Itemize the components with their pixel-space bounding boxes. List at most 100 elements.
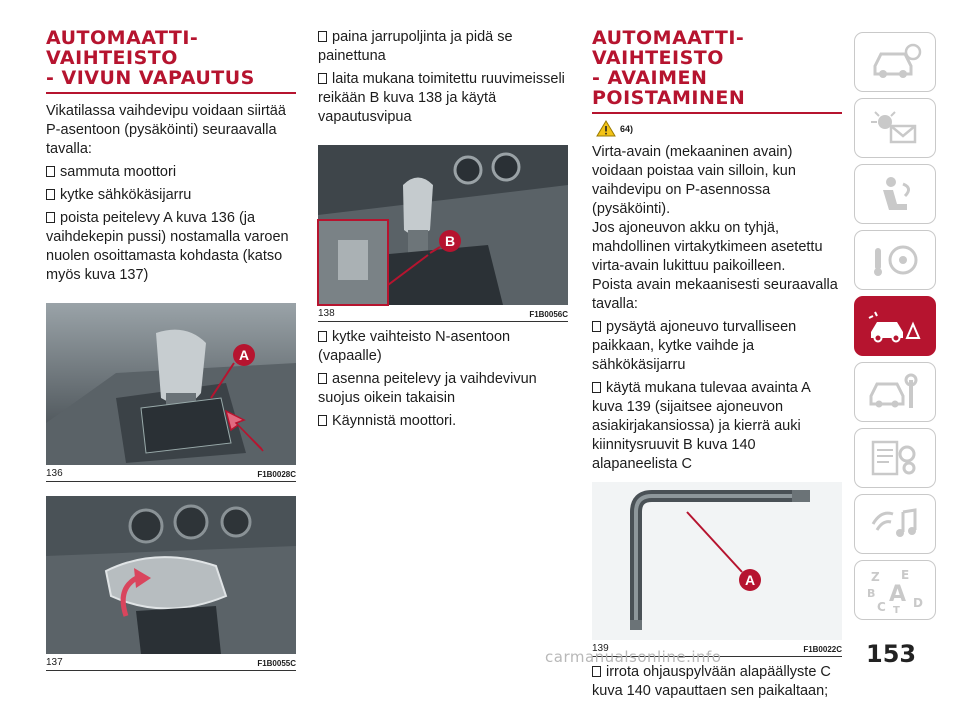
paragraph: Jos ajoneuvon akku on tyhjä, mahdollinen… <box>592 220 823 274</box>
warning-reference: 64) <box>596 120 842 137</box>
svg-text:A: A <box>889 582 906 607</box>
bullet-item: pysäytä ajoneuvo turvalliseen paikkaan, … <box>592 318 842 375</box>
bullet-text: sammuta moottori <box>60 164 177 180</box>
figure-number: 138 <box>318 308 335 319</box>
chapter-tab-warning-lights[interactable] <box>854 98 936 158</box>
svg-text:T: T <box>893 605 900 616</box>
bullet-item: sammuta moottori <box>46 163 296 182</box>
callout-label: A <box>745 572 755 588</box>
svg-text:E: E <box>901 568 909 582</box>
bullet-item: kytke vaihteisto N-asentoon (vapaalle) <box>318 328 568 366</box>
watermark: carmanualsonline.info <box>545 648 722 666</box>
checkbox-bullet-icon <box>592 321 601 332</box>
left-column: AUTOMAATTI- VAIHTEISTO - VIVUN VAPAUTUS … <box>46 28 296 671</box>
right-column: AUTOMAATTI- VAIHTEISTO - AVAIMEN POISTAM… <box>592 28 842 705</box>
warning-triangle-icon <box>596 120 616 137</box>
figure-code: F1B0022C <box>803 645 842 654</box>
figure-code: F1B0028C <box>257 470 296 479</box>
heading-line: AUTOMAATTI- <box>46 27 199 49</box>
svg-text:B: B <box>867 587 875 600</box>
bullet-item: paina jarrupoljinta ja pidä se painettun… <box>318 28 568 66</box>
bullet-item: irrota ohjauspylvään alapäällyste C kuva… <box>592 663 842 701</box>
gear-cover-removal-image <box>46 496 296 654</box>
chapter-tab-multimedia[interactable] <box>854 494 936 554</box>
figure-139: A 139 F1B0022C <box>592 482 842 657</box>
bullet-item: Käynnistä moottori. <box>318 412 568 431</box>
callout-a-icon <box>739 569 761 591</box>
bullets-bottom: kytke vaihteisto N-asentoon (vapaalle) a… <box>318 328 568 431</box>
chapter-tab-specifications[interactable] <box>854 428 936 488</box>
figure-number: 136 <box>46 468 63 479</box>
car-emergency-icon <box>868 311 921 343</box>
bullet-text: Käynnistä moottori. <box>332 413 457 429</box>
bullet-text: poista peitelevy A kuva 136 (ja vaihdeke… <box>46 210 289 283</box>
page-number: 153 <box>866 640 917 668</box>
checkbox-bullet-icon <box>318 331 327 342</box>
checkbox-bullet-icon <box>46 189 55 200</box>
checkbox-bullet-icon <box>318 31 327 42</box>
chapter-tab-index[interactable]: Z E B A C D T <box>854 560 936 620</box>
arrow-icon <box>224 409 264 452</box>
key-steering-wheel-icon <box>874 245 918 276</box>
figure-caption: 139 F1B0022C <box>592 640 842 656</box>
heading-line: POISTAMINEN <box>592 87 746 109</box>
car-maintenance-icon <box>869 373 918 408</box>
chapter-sidebar: Z E B A C D T <box>854 32 936 626</box>
figure-caption: 136 F1B0028C <box>46 465 296 481</box>
callout-b-icon <box>439 230 461 252</box>
section-heading-gear-release: AUTOMAATTI- VAIHTEISTO - VIVUN VAPAUTUS <box>46 28 296 94</box>
callout-label: A <box>239 347 249 363</box>
checkbox-bullet-icon <box>46 212 55 223</box>
intro-paragraph: Vikatilassa vaihdevipu voidaan siirtää P… <box>46 103 286 157</box>
bullet-text: laita mukana toimitettu ruuvimeisseli re… <box>318 71 565 125</box>
bullet-text: asenna peitelevy ja vaihdevivun suojus o… <box>318 371 537 406</box>
figure-code: F1B0055C <box>257 659 296 668</box>
figure-136: A 136 F1B0028C <box>46 303 296 482</box>
checkbox-bullet-icon <box>318 415 327 426</box>
car-dashboard-icon <box>873 43 922 78</box>
figure-138: B 138 F1B0056C <box>317 145 568 322</box>
seat-airbag-icon <box>883 177 910 210</box>
heading-line: VAIHTEISTO <box>592 47 724 69</box>
callout-label: B <box>445 233 455 249</box>
chapter-tab-maintenance[interactable] <box>854 362 936 422</box>
bullet-item: laita mukana toimitettu ruuvimeisseli re… <box>318 70 568 127</box>
bullet-text: kytke vaihteisto N-asentoon (vapaalle) <box>318 329 511 364</box>
bullet-text: paina jarrupoljinta ja pidä se painettun… <box>318 29 513 64</box>
callout-a-icon <box>233 344 255 366</box>
bullet-item: kytke sähkökäsijarru <box>46 186 296 205</box>
bullet-text: kytke sähkökäsijarru <box>60 187 192 203</box>
heading-line: AUTOMAATTI- <box>592 27 745 49</box>
checkbox-bullet-icon <box>46 166 55 177</box>
figure-caption: 138 F1B0056C <box>318 305 568 321</box>
chapter-tab-starting-driving[interactable] <box>854 230 936 290</box>
middle-column: paina jarrupoljinta ja pidä se painettun… <box>317 28 568 435</box>
specifications-gears-icon <box>871 440 916 476</box>
warning-lights-envelope-icon <box>871 111 917 144</box>
chapter-tab-emergency[interactable] <box>854 296 936 356</box>
warning-ref-text: 64) <box>620 123 634 134</box>
chapter-tab-safety[interactable] <box>854 164 936 224</box>
bullet-text: irrota ohjauspylvään alapäällyste C kuva… <box>592 664 831 699</box>
figure-number: 139 <box>592 643 609 654</box>
multimedia-music-icon <box>871 508 917 537</box>
gear-lever-cover-image: A <box>46 303 296 465</box>
release-lever-hole-image: B <box>317 145 568 306</box>
paragraph: Poista avain mekaanisesti seuraavalla ta… <box>592 277 838 312</box>
heading-line: - VIVUN VAPAUTUS <box>46 67 255 89</box>
bullet-item: poista peitelevy A kuva 136 (ja vaihdeke… <box>46 209 296 285</box>
bullet-text: käytä mukana tulevaa avainta A kuva 139 … <box>592 380 810 472</box>
heading-line: - AVAIMEN <box>592 67 708 89</box>
alphabetical-index-icon: Z E B A C D T <box>867 568 923 616</box>
svg-text:Z: Z <box>871 570 880 584</box>
bullet-item: käytä mukana tulevaa avainta A kuva 139 … <box>592 379 842 474</box>
figure-caption: 137 F1B0055C <box>46 654 296 670</box>
checkbox-bullet-icon <box>318 73 327 84</box>
chapter-tab-dashboard[interactable] <box>854 32 936 92</box>
figure-number: 137 <box>46 657 63 668</box>
checkbox-bullet-icon <box>592 382 601 393</box>
section-heading-key-removal: AUTOMAATTI- VAIHTEISTO - AVAIMEN POISTAM… <box>592 28 842 114</box>
checkbox-bullet-icon <box>318 373 327 384</box>
paragraph: Virta-avain (mekaaninen avain) voidaan p… <box>592 144 796 217</box>
bullet-item: asenna peitelevy ja vaihdevivun suojus o… <box>318 370 568 408</box>
